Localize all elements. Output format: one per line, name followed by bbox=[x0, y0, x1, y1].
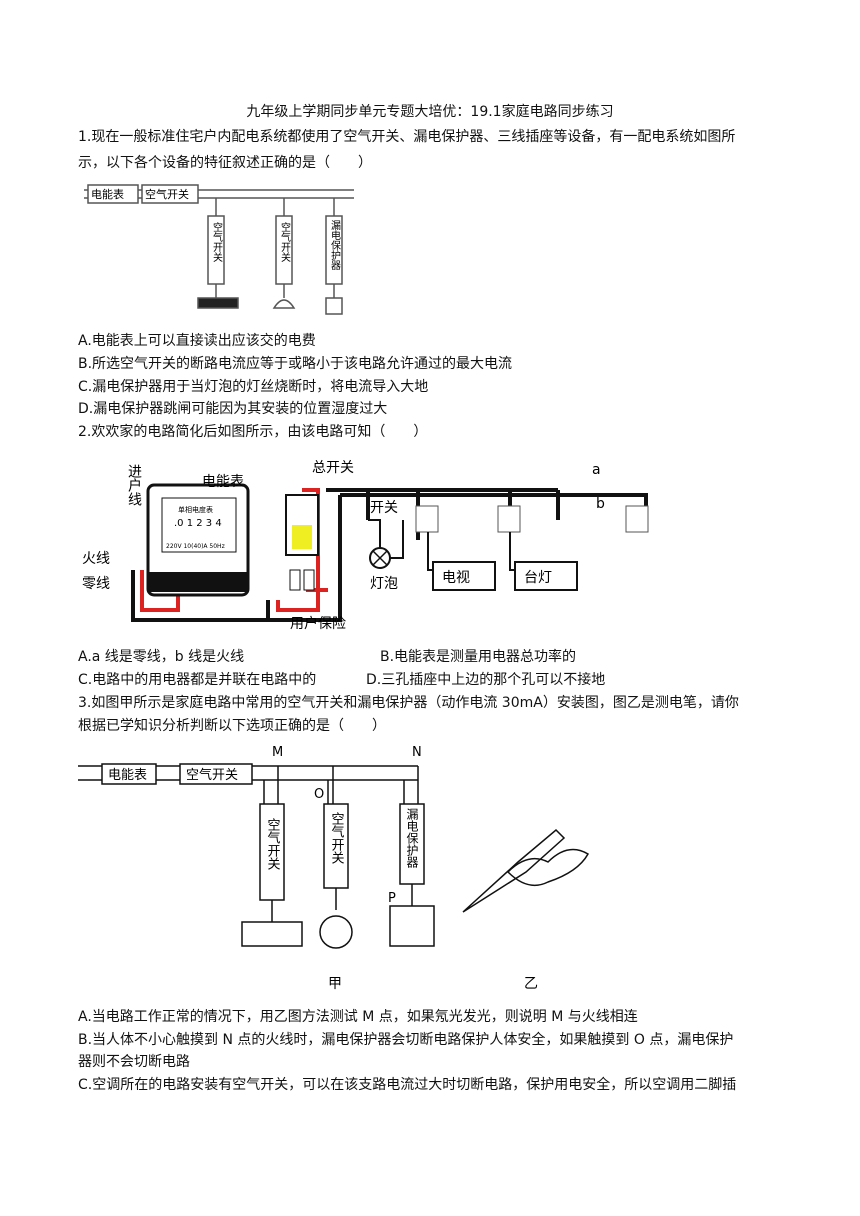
q2-option-d: D.三孔插座中上边的那个孔可以不接地 bbox=[366, 672, 606, 688]
q3-main-switch-label: 空气开关 bbox=[186, 767, 238, 783]
q3-label-n: N bbox=[412, 745, 422, 760]
q2-b-label: b bbox=[596, 496, 605, 512]
q1-stem-line1: 1.现在一般标准住宅户内配电系统都使用了空气开关、漏电保护器、三线插座等设备，有… bbox=[78, 129, 736, 145]
q3-label-o: O bbox=[314, 787, 324, 802]
q1-option-c: C.漏电保护器用于当灯泡的灯丝烧断时，将电流导入大地 bbox=[78, 379, 429, 395]
q2-a-label: a bbox=[592, 462, 601, 478]
q3-option-c: C.空调所在的电路安装有空气开关，可以在该支路电流过大时切断电路，保护用电安全，… bbox=[78, 1077, 737, 1093]
q1-leak-protector: 漏电保护器 bbox=[329, 220, 341, 271]
q3-air-switch-1: 空气开关 bbox=[265, 818, 281, 870]
q3-meter-label: 电能表 bbox=[108, 768, 147, 783]
q2-switch-label: 开关 bbox=[370, 500, 398, 516]
q2-fuse-label: 用户保险 bbox=[290, 615, 346, 632]
q3-label-p: P bbox=[388, 891, 396, 906]
q1-option-b: B.所选空气开关的断路电流应等于或略小于该电路允许通过的最大电流 bbox=[78, 356, 513, 372]
q3-option-a: A.当电路工作正常的情况下，用乙图方法测试 M 点，如果氖光发光，则说明 M 与… bbox=[78, 1009, 638, 1025]
q2-neutral-label: 零线 bbox=[82, 576, 110, 592]
q1-option-a: A.电能表上可以直接读出应该交的电费 bbox=[78, 333, 316, 349]
q3-label-m: M bbox=[272, 745, 283, 760]
q2-live-label: 火线 bbox=[82, 551, 110, 567]
q2-option-b: B.电能表是测量用电器总功率的 bbox=[380, 649, 577, 665]
q2-meter-spec: 220V 10(40)A 50Hz bbox=[166, 543, 225, 550]
q1-meter-label: 电能表 bbox=[91, 187, 124, 201]
q3-caption-yi: 乙 bbox=[524, 976, 538, 992]
page-title: 九年级上学期同步单元专题大培优：19.1家庭电路同步练习 bbox=[246, 104, 614, 120]
q2-meter-face: 单相电度表 bbox=[178, 505, 213, 514]
q3-stem-line1: 3.如图甲所示是家庭电路中常用的空气开关和漏电保护器（动作电流 30mA）安装图… bbox=[78, 695, 739, 711]
q2-bulb-label: 灯泡 bbox=[370, 576, 398, 592]
q3-stem-line2: 根据已学知识分析判断以下选项正确的是（ ） bbox=[78, 718, 386, 734]
q1-figure: 电能表 空气开关 空气开关 空气开关 漏电保护器 bbox=[84, 184, 354, 315]
q3-option-b-line2: 器则不会切断电路 bbox=[78, 1054, 190, 1070]
q1-air-switch-2: 空气开关 bbox=[279, 221, 291, 263]
q1-stem-line2: 示，以下各个设备的特征叙述正确的是（ ） bbox=[78, 155, 372, 171]
q2-option-c: C.电路中的用电器都是并联在电路中的 bbox=[78, 672, 317, 688]
q1-air-switch-1: 空气开关 bbox=[211, 221, 223, 263]
q2-incoming-label: 进户线 bbox=[126, 464, 142, 506]
q2-meter-label: 电能表 bbox=[202, 474, 244, 490]
q3-option-b-line1: B.当人体不小心触摸到 N 点的火线时，漏电保护器会切断电路保护人体安全，如果触… bbox=[78, 1032, 734, 1048]
q1-option-d: D.漏电保护器跳闸可能因为其安装的位置湿度过大 bbox=[78, 401, 388, 417]
q2-main-switch-label: 总开关 bbox=[312, 460, 354, 476]
q2-option-a: A.a 线是零线，b 线是火线 bbox=[78, 649, 245, 665]
q2-figure: 进户线 火线 零线 电能表 单相电度表 .0 1 2 3 4 220V 10(4… bbox=[82, 460, 649, 632]
q3-leak-protector: 漏电保护器 bbox=[405, 808, 419, 869]
q2-stem: 2.欢欢家的电路简化后如图所示，由该电路可知（ ） bbox=[78, 424, 428, 440]
q2-meter-digits: .0 1 2 3 4 bbox=[174, 518, 222, 529]
q1-main-switch-label: 空气开关 bbox=[145, 187, 189, 201]
q3-caption-jia: 甲 bbox=[328, 976, 342, 992]
q2-lamp-label: 台灯 bbox=[524, 570, 552, 586]
q3-figure: M N O P 电能表 空气开关 空气开关 空气开关 漏电保护器 甲 乙 bbox=[78, 745, 590, 992]
q3-air-switch-2: 空气开关 bbox=[329, 812, 345, 864]
q2-tv-label: 电视 bbox=[442, 570, 470, 586]
